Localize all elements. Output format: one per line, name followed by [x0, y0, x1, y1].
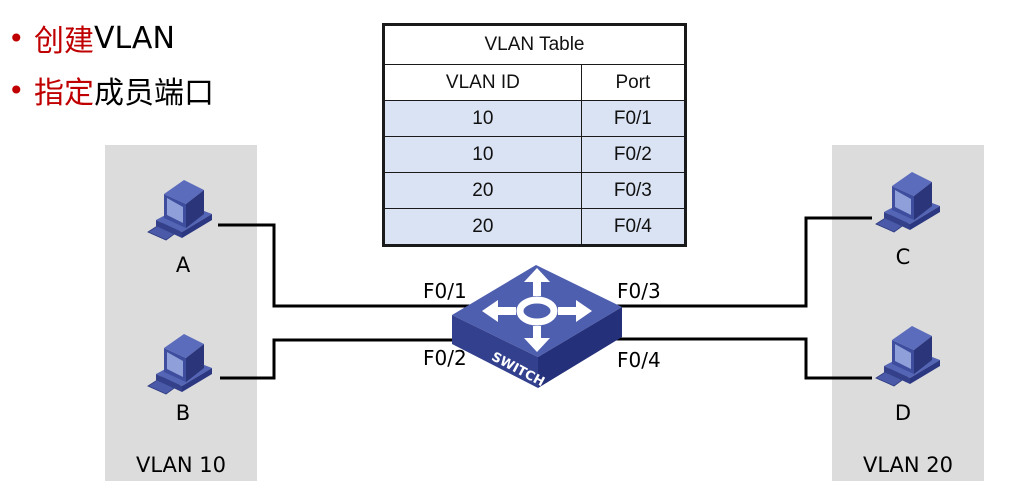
- link-d-f0-4: [600, 337, 872, 380]
- bullet-text: 成员端口: [94, 76, 214, 111]
- vlan-10-label: VLAN 10: [135, 453, 227, 477]
- vlan-table: VLAN Table VLAN ID Port 10 F0/1 10 F0/2 …: [382, 23, 687, 247]
- bullet-assign-ports: • 指定 成员端口: [8, 64, 214, 116]
- cell-vlan-id: 20: [383, 172, 582, 209]
- host-d-label: D: [895, 401, 911, 425]
- vlan-20-label: VLAN 20: [862, 453, 954, 477]
- column-header-vlan-id: VLAN ID: [383, 64, 582, 101]
- host-b-label: B: [176, 401, 190, 425]
- vlan-table-title: VLAN Table: [383, 24, 686, 65]
- link-c-f0-3: [600, 216, 872, 308]
- vlan-20-zone: VLAN 20: [832, 145, 984, 481]
- port-label-f0-2: F0/2: [423, 346, 467, 370]
- table-row: 10 F0/2: [383, 136, 687, 173]
- cell-vlan-id: 10: [383, 136, 582, 173]
- host-c-label: C: [896, 245, 911, 269]
- host-d[interactable]: D: [875, 325, 941, 425]
- table-row: 20 F0/3: [383, 172, 687, 209]
- cell-port: F0/4: [580, 208, 687, 246]
- table-row: 20 F0/4: [383, 208, 687, 246]
- table-row: 10 F0/1: [383, 100, 687, 137]
- computer-icon: [147, 333, 213, 395]
- bullet-dot: •: [8, 73, 25, 107]
- cell-vlan-id: 20: [383, 208, 582, 246]
- bullet-list: • 创建 VLAN • 指定 成员端口: [8, 12, 214, 116]
- switch-icon: SWITCH: [452, 265, 622, 390]
- bullet-dot: •: [8, 21, 25, 55]
- link-b-f0-2: [220, 338, 470, 380]
- host-a[interactable]: A: [147, 179, 213, 277]
- bullet-highlight: 创建: [34, 24, 94, 59]
- port-label-f0-1: F0/1: [423, 279, 467, 303]
- host-b[interactable]: B: [147, 333, 213, 425]
- bullet-text: VLAN: [94, 20, 175, 56]
- cell-port: F0/1: [580, 100, 687, 137]
- host-a-label: A: [176, 253, 191, 277]
- bullet-highlight: 指定: [34, 76, 94, 111]
- port-label-f0-4: F0/4: [617, 348, 661, 372]
- computer-icon: [875, 325, 941, 387]
- port-label-f0-3: F0/3: [617, 279, 661, 303]
- computer-icon: [147, 179, 213, 241]
- host-c[interactable]: C: [875, 171, 941, 269]
- computer-icon: [875, 171, 941, 233]
- link-a-f0-1: [218, 223, 475, 308]
- cell-port: F0/2: [580, 136, 687, 173]
- bullet-create-vlan: • 创建 VLAN: [8, 12, 214, 64]
- cell-vlan-id: 10: [383, 100, 582, 137]
- switch[interactable]: SWITCH: [452, 265, 622, 390]
